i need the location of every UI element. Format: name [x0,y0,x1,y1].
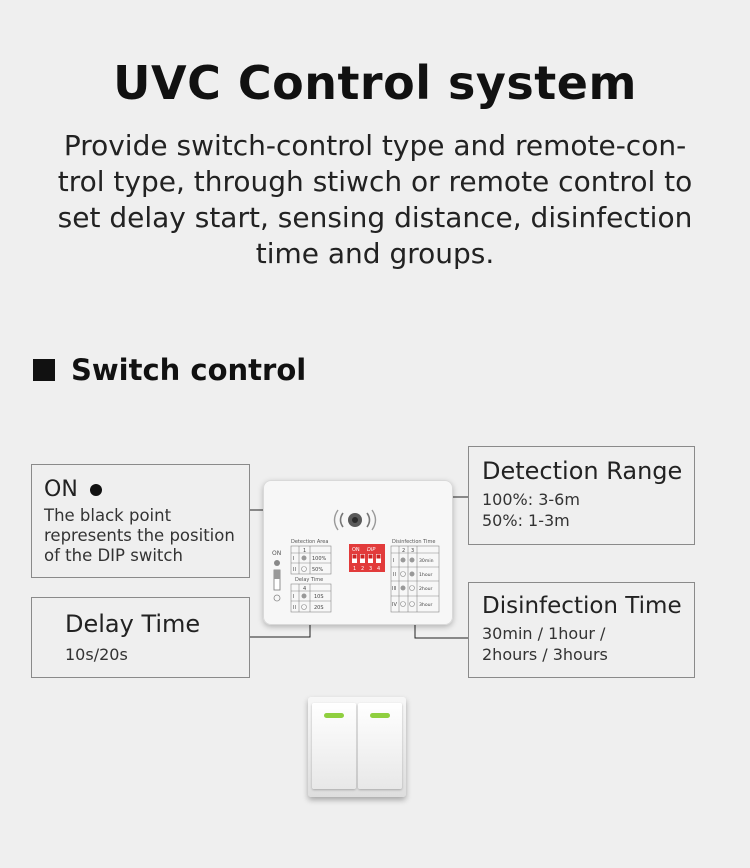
dis-row: IV [392,602,397,608]
callout-delay-desc: 10s/20s [65,645,128,664]
dip-on-label: ON [352,547,360,553]
subtitle-line: trol type, through stiwch or remote cont… [57,165,693,198]
dip-number: 2 [361,566,364,572]
callout-on-title-text: ON [44,477,78,502]
callout-on-title: ON [44,477,249,502]
led-indicator-icon [370,713,390,718]
dis-value: 2hour [419,586,433,592]
dis-col-1: 2 [402,548,405,554]
subtitle-line: time and groups. [255,237,495,270]
desc-line: The black point [44,506,172,525]
side-dot-top [274,560,280,566]
control-panel-drawing: ON Detection Area 1 I 100% II 50% Delay … [272,509,440,613]
dis-value: 3hour [419,602,433,608]
dip-number: 4 [377,566,380,572]
dis-col-2: 3 [411,548,414,554]
subtitle-line: set delay start, sensing distance, disin… [57,201,693,234]
callout-range-line1: 100%: 3-6m [482,490,580,509]
callout-range-line2: 50%: 1-3m [482,511,570,530]
detection-value-1: 100% [312,556,327,562]
detection-dot-2 [301,566,307,572]
desc-line: of the DIP switch [44,546,183,565]
subtitle-line: Provide switch-control type and remote-c… [63,129,687,162]
wall-switch [308,697,406,797]
callout-range: Detection Range 100%: 3-6m 50%: 1-3m [468,446,695,545]
callout-delay-title: Delay Time [65,610,201,638]
dis-row: II [393,572,396,578]
led-indicator-icon [324,713,344,718]
section-bullet-icon [33,359,55,381]
delay-row-1: I [293,594,294,600]
section-label: Switch control [71,353,307,387]
page-title: UVC Control system [113,56,637,110]
page-subtitle: Provide switch-control type and remote-c… [40,128,710,272]
control-panel: ON Detection Area 1 I 100% II 50% Delay … [263,480,453,625]
detection-area-title: Detection Area [291,539,328,545]
black-dot-icon [89,483,102,496]
callout-disinfection-line1: 30min / 1hour / [482,624,606,643]
callout-disinfection-line2: 2hours / 3hours [482,645,608,664]
desc-line: represents the position [44,526,235,545]
rocker-left [312,703,356,789]
detection-row-1: I [293,556,294,562]
dis-time-title: Disinfection Time [392,539,435,545]
side-slider-knob [274,570,280,579]
detection-value-2: 50% [312,567,323,573]
dis-value: 30min [419,558,434,564]
callout-on-desc: The black point represents the position … [44,506,249,566]
detection-col: 1 [303,548,306,554]
delay-time-title: Delay Time [295,577,323,583]
side-dot-bottom [273,594,281,602]
dis-row: III [392,586,396,592]
dis-value: 1hour [419,572,433,578]
dip-brand: DIP [367,547,375,553]
section-heading: Switch control [33,352,306,388]
dip-number: 3 [369,566,372,572]
dis-row: I [393,558,394,564]
detection-dot-1 [301,555,307,561]
dip-number: 1 [353,566,356,572]
rocker-right [358,703,402,789]
sensor-icon [333,509,377,531]
delay-row-2: II [293,605,296,611]
dip-switch: ON DIP 1 2 3 4 [349,544,385,572]
delay-dot-1 [301,593,307,599]
callout-on: ON The black point represents the positi… [31,464,250,578]
detection-row-2: II [293,567,296,573]
delay-value-2: 20S [314,605,324,611]
callout-range-title: Detection Range [482,457,683,485]
delay-col: 4 [303,586,306,592]
delay-value-1: 10S [314,594,324,600]
callout-delay: Delay Time 10s/20s [31,597,250,678]
delay-dot-2 [301,604,307,610]
callout-disinfection: Disinfection Time 30min / 1hour / 2hours… [468,582,695,678]
callout-disinfection-title: Disinfection Time [482,593,682,619]
side-on-label: ON [272,550,281,557]
